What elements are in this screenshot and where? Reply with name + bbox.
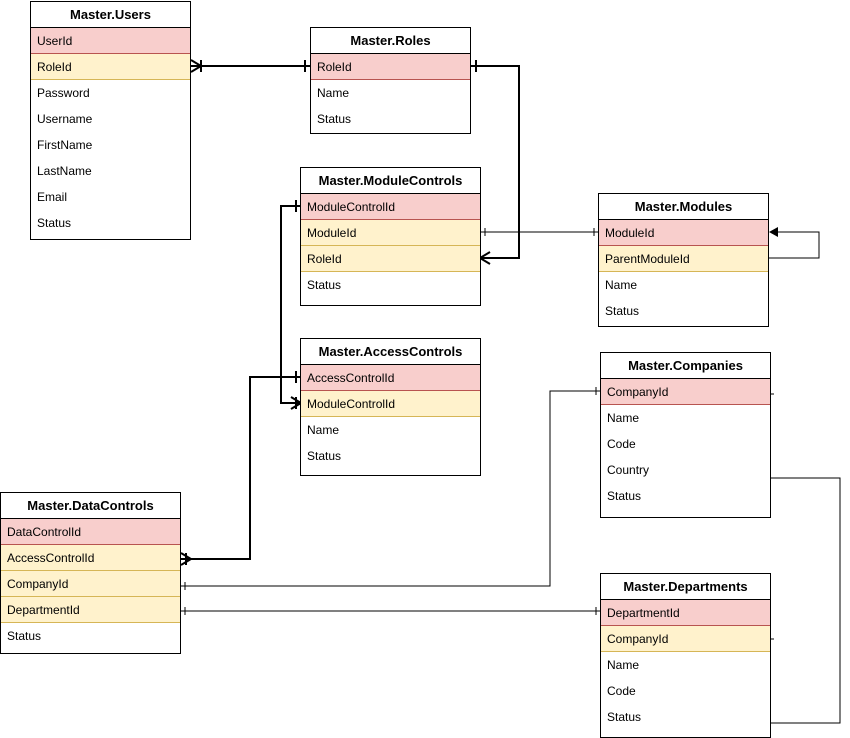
field-moduleid[interactable]: ModuleId bbox=[599, 220, 768, 246]
field-companyid[interactable]: CompanyId bbox=[601, 626, 770, 652]
field-accesscontrolid[interactable]: AccessControlId bbox=[1, 545, 180, 571]
entity-modules[interactable]: Master.Modules ModuleId ParentModuleId N… bbox=[598, 193, 769, 327]
field-username[interactable]: Username bbox=[37, 112, 93, 126]
connector-users-roles bbox=[190, 59, 311, 73]
field-code[interactable]: Code bbox=[607, 684, 636, 698]
connector-departments-companies bbox=[766, 393, 841, 724]
field-status[interactable]: Status bbox=[317, 112, 352, 126]
field-name[interactable]: Name bbox=[607, 658, 640, 672]
connector-modulecontrols-modules bbox=[480, 228, 599, 236]
field-status[interactable]: Status bbox=[37, 216, 72, 230]
field-country[interactable]: Country bbox=[607, 463, 650, 477]
field-roleid[interactable]: RoleId bbox=[311, 54, 470, 80]
entity-title: Master.Roles bbox=[311, 28, 470, 54]
field-name[interactable]: Name bbox=[307, 423, 340, 437]
field-code[interactable]: Code bbox=[607, 437, 636, 451]
field-departmentid[interactable]: DepartmentId bbox=[601, 600, 770, 626]
field-parentmoduleid[interactable]: ParentModuleId bbox=[599, 246, 768, 272]
entity-title: Master.Modules bbox=[599, 194, 768, 220]
entity-modulecontrols[interactable]: Master.ModuleControls ModuleControlId Mo… bbox=[300, 167, 481, 306]
field-datacontrolid[interactable]: DataControlId bbox=[1, 519, 180, 545]
field-status[interactable]: Status bbox=[7, 629, 42, 643]
connector-modules-self bbox=[768, 227, 820, 259]
entity-title: Master.AccessControls bbox=[301, 339, 480, 365]
field-roleid[interactable]: RoleId bbox=[301, 246, 480, 272]
field-status[interactable]: Status bbox=[307, 278, 342, 292]
field-status[interactable]: Status bbox=[605, 304, 640, 318]
connector-datacontrols-companies bbox=[180, 387, 601, 590]
field-name[interactable]: Name bbox=[607, 411, 640, 425]
field-companyid[interactable]: CompanyId bbox=[1, 571, 180, 597]
field-email[interactable]: Email bbox=[37, 190, 68, 204]
entity-accesscontrols[interactable]: Master.AccessControls AccessControlId Mo… bbox=[300, 338, 481, 476]
entity-title: Master.Companies bbox=[601, 353, 770, 379]
entity-departments[interactable]: Master.Departments DepartmentId CompanyI… bbox=[600, 573, 771, 738]
field-status[interactable]: Status bbox=[607, 489, 642, 503]
entity-title: Master.DataControls bbox=[1, 493, 180, 519]
field-moduleid[interactable]: ModuleId bbox=[301, 220, 480, 246]
field-password[interactable]: Password bbox=[37, 86, 90, 100]
field-modulecontrolid[interactable]: ModuleControlId bbox=[301, 194, 480, 220]
field-firstname[interactable]: FirstName bbox=[37, 138, 93, 152]
field-lastname[interactable]: LastName bbox=[37, 164, 92, 178]
connector-datacontrols-accesscontrols bbox=[180, 371, 301, 566]
field-companyid[interactable]: CompanyId bbox=[601, 379, 770, 405]
field-name[interactable]: Name bbox=[605, 278, 638, 292]
entity-title: Master.ModuleControls bbox=[301, 168, 480, 194]
connector-datacontrols-departments bbox=[180, 607, 601, 615]
entity-companies[interactable]: Master.Companies CompanyId Name Code Cou… bbox=[600, 352, 771, 518]
entity-datacontrols[interactable]: Master.DataControls DataControlId Access… bbox=[0, 492, 181, 654]
field-userid[interactable]: UserId bbox=[31, 28, 190, 54]
field-status[interactable]: Status bbox=[607, 710, 642, 724]
field-modulecontrolid[interactable]: ModuleControlId bbox=[301, 391, 480, 417]
entity-roles[interactable]: Master.Roles RoleId Name Status bbox=[310, 27, 471, 134]
entity-title: Master.Departments bbox=[601, 574, 770, 600]
field-departmentid[interactable]: DepartmentId bbox=[1, 597, 180, 623]
field-roleid[interactable]: RoleId bbox=[31, 54, 190, 80]
entity-users[interactable]: Master.Users UserId RoleId Password User… bbox=[30, 1, 191, 240]
entity-title: Master.Users bbox=[31, 2, 190, 28]
field-accesscontrolid[interactable]: AccessControlId bbox=[301, 365, 480, 391]
field-status[interactable]: Status bbox=[307, 449, 342, 463]
field-name[interactable]: Name bbox=[317, 86, 350, 100]
